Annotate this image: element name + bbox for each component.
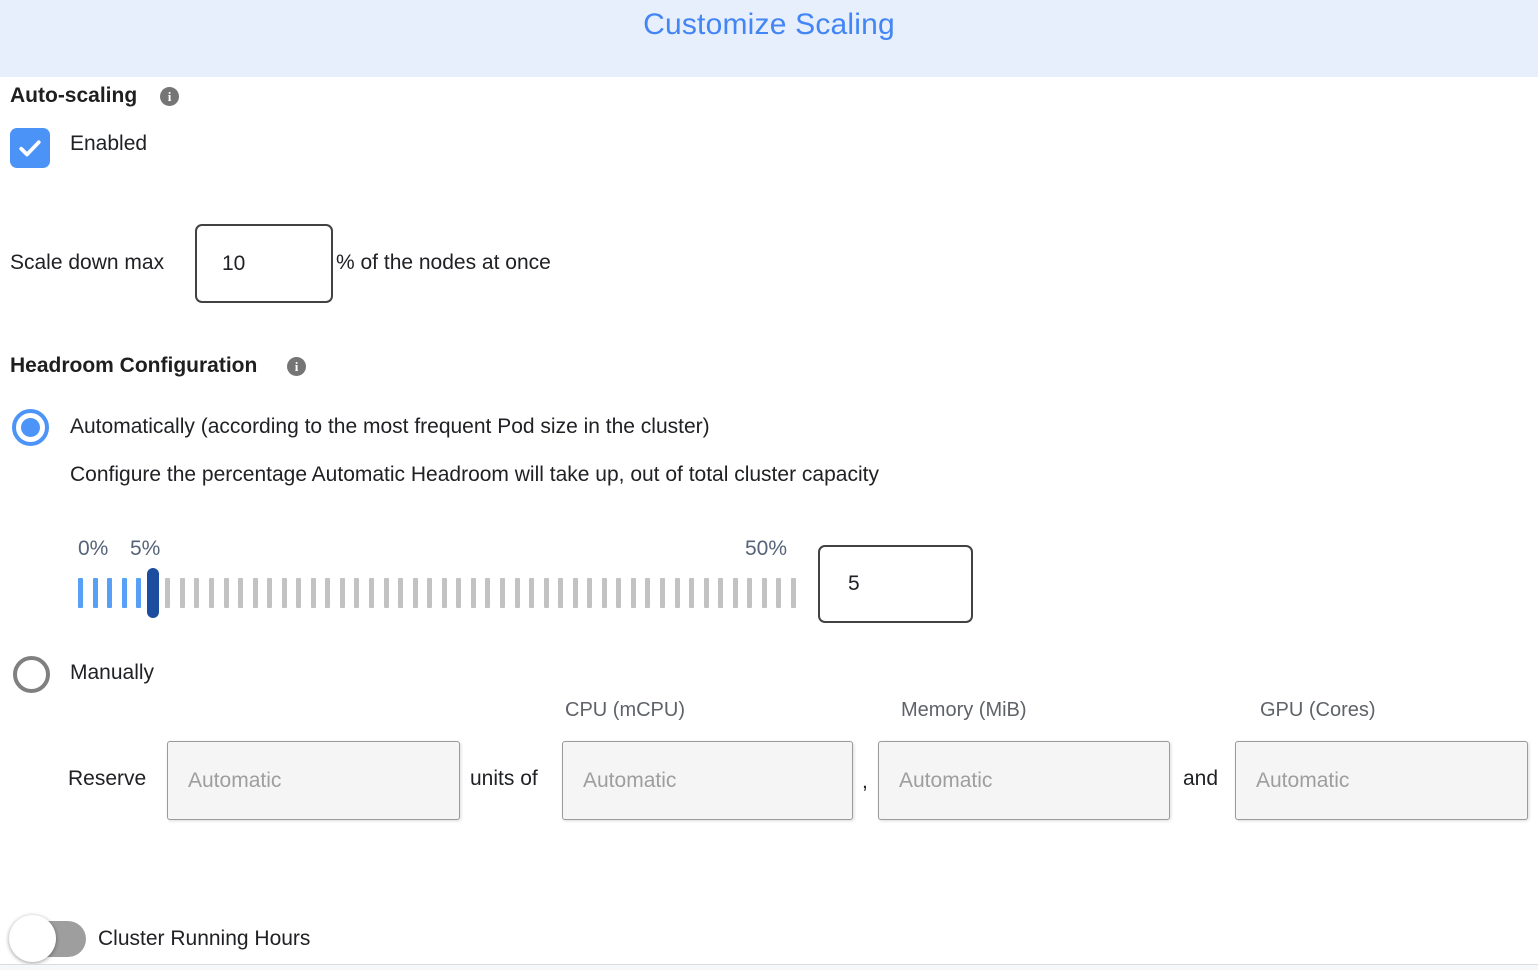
slider-tick [514,578,520,608]
slider-tick [660,578,665,608]
slider-tick [689,578,695,608]
headroom-section-label: Headroom Configuration [10,354,258,377]
slider-tick [674,578,680,608]
slider-tick [587,578,593,608]
slider-tick [369,578,374,608]
page-title: Customize Scaling [643,8,895,41]
headroom-manual-radio[interactable] [13,656,50,693]
slider-tick [601,578,607,608]
column-header-gpu: GPU (Cores) [1260,699,1376,721]
slider-handle[interactable] [147,568,160,618]
scale-down-max-suffix: % of the nodes at once [336,251,551,274]
slider-tick [78,578,83,608]
headroom-automatic-radio[interactable] [12,409,49,446]
slider-tick [281,578,287,608]
slider-tick [529,578,535,608]
scale-down-max-label: Scale down max [10,251,165,274]
auto-scaling-section-label: Auto-scaling [10,84,138,107]
slider-tick [238,578,244,608]
slider-tick [499,578,505,608]
slider-tick [718,578,724,608]
slider-tick [703,578,709,608]
slider-tick [310,578,316,608]
slider-tick [543,578,549,608]
slider-tick [325,578,331,608]
column-header-memory: Memory (MiB) [901,699,1027,721]
cluster-running-hours-toggle-knob[interactable] [9,915,56,962]
slider-tick [427,578,433,608]
reserve-gpu-input[interactable] [1235,741,1528,820]
headroom-percentage-slider[interactable] [78,568,803,618]
enabled-label: Enabled [70,132,148,155]
slider-tick [136,578,142,608]
slider-tick [208,578,214,608]
slider-tick [339,578,345,608]
slider-tick [441,578,447,608]
slider-tick [194,578,200,608]
slider-tick [732,578,738,608]
slider-max-label: 50% [745,537,788,560]
slider-tick [456,578,462,608]
slider-tick [383,578,389,608]
slider-tick [630,578,636,608]
slider-tick [485,578,491,608]
info-icon[interactable]: i [160,87,179,106]
bottom-divider [0,964,1538,970]
cluster-running-hours-label: Cluster Running Hours [98,927,311,950]
slider-tick [558,578,564,608]
slider-min-label: 0% [78,537,109,560]
column-header-cpu: CPU (mCPU) [565,699,685,721]
reserve-memory-input[interactable] [878,741,1170,820]
reserve-label: Reserve [68,767,147,790]
headroom-manual-label: Manually [70,661,155,684]
scale-down-max-input[interactable] [195,224,333,303]
and-label: and [1183,767,1219,790]
slider-tick [747,578,753,608]
slider-tick [616,578,622,608]
slider-tick [354,578,360,608]
headroom-automatic-description: Configure the percentage Automatic Headr… [70,463,879,486]
slider-tick [107,578,113,608]
info-icon[interactable]: i [287,357,306,376]
slider-tick [761,578,767,608]
slider-tick [121,578,127,608]
slider-tick [223,578,229,608]
slider-tick [92,578,98,608]
slider-tick [252,578,258,608]
headroom-automatic-label: Automatically (according to the most fre… [70,415,710,438]
slider-tick [645,578,651,608]
slider-tick [470,578,476,608]
reserve-count-input[interactable] [167,741,460,820]
headroom-percentage-input[interactable] [818,545,973,623]
slider-current-label: 5% [130,537,161,560]
comma-separator: , [862,770,868,793]
slider-tick [572,578,578,608]
slider-tick [165,578,171,608]
slider-tick [790,578,796,608]
slider-tick [179,578,185,608]
panel-header: Customize Scaling [0,0,1538,77]
slider-tick [267,578,273,608]
slider-tick [776,578,782,608]
reserve-cpu-input[interactable] [562,741,853,820]
auto-scaling-enabled-checkbox[interactable] [10,128,50,168]
slider-tick [398,578,404,608]
slider-tick [412,578,418,608]
units-of-label: units of [470,767,538,790]
slider-tick [296,578,302,608]
